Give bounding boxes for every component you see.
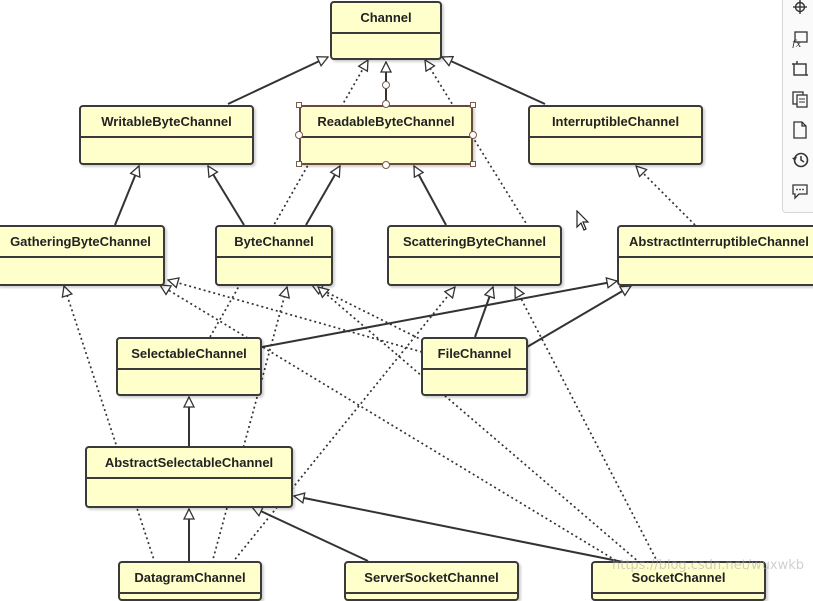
edge-gathering-to-writable	[114, 166, 139, 226]
class-writable-byte-channel[interactable]: WritableByteChannel	[79, 105, 254, 165]
document-icon[interactable]	[791, 121, 809, 139]
mouse-cursor-icon	[576, 210, 590, 231]
edge-server-to-abstractselectable	[252, 507, 369, 562]
diagram-canvas[interactable]	[0, 0, 813, 585]
resize-handle-right[interactable]	[469, 131, 477, 139]
class-selectable-channel[interactable]: SelectableChannel	[116, 337, 262, 396]
class-interruptible-channel[interactable]: InterruptibleChannel	[528, 105, 703, 165]
class-abstract-selectable-channel[interactable]: AbstractSelectableChannel	[85, 446, 293, 508]
resize-handle-bottom-left[interactable]	[296, 161, 302, 167]
class-name: AbstractInterruptibleChannel	[619, 227, 813, 258]
history-icon[interactable]	[791, 151, 809, 169]
class-name: GatheringByteChannel	[0, 227, 163, 258]
class-abstract-interruptible-channel[interactable]: AbstractInterruptibleChannel	[617, 225, 813, 286]
edge-socket-to-gathering	[160, 285, 621, 564]
edge-scattering-to-readable	[413, 166, 447, 226]
edge-selectable-to-abstractinterruptible	[261, 281, 617, 348]
class-readable-byte-channel[interactable]: ReadableByteChannel	[299, 105, 473, 165]
crosshair-icon[interactable]	[791, 0, 809, 18]
edge-bytechannel-to-readable	[305, 166, 341, 226]
comment-icon[interactable]	[791, 182, 809, 200]
class-byte-channel[interactable]: ByteChannel	[215, 225, 333, 286]
class-name: SelectableChannel	[118, 339, 260, 370]
class-name: WritableByteChannel	[81, 107, 252, 138]
edge-file-to-bytechannel	[312, 284, 433, 346]
formula-icon[interactable]: fx	[791, 30, 809, 48]
class-name: ByteChannel	[217, 227, 331, 258]
edge-datagram-to-gathering	[64, 286, 156, 564]
class-name: AbstractSelectableChannel	[87, 448, 291, 479]
class-name: InterruptibleChannel	[530, 107, 701, 138]
class-name: FileChannel	[423, 339, 526, 370]
resize-handle-top-left[interactable]	[296, 102, 302, 108]
class-name: DatagramChannel	[120, 563, 260, 594]
class-server-socket-channel[interactable]: ServerSocketChannel	[344, 561, 519, 601]
class-scattering-byte-channel[interactable]: ScatteringByteChannel	[387, 225, 562, 286]
class-name: ServerSocketChannel	[346, 563, 517, 594]
resize-handle-bottom[interactable]	[382, 161, 390, 169]
class-file-channel[interactable]: FileChannel	[421, 337, 528, 396]
edge-file-to-gathering	[168, 280, 423, 353]
edge-abstractinterruptible-to-interruptible	[636, 166, 696, 226]
edge-socket-to-bytechannel	[318, 287, 641, 564]
copy-icon[interactable]	[791, 90, 809, 108]
class-name: ScatteringByteChannel	[389, 227, 560, 258]
resize-handle-top[interactable]	[382, 100, 390, 108]
edge-datagram-to-scattering	[231, 287, 455, 564]
edge-bytechannel-to-writable	[207, 166, 245, 226]
crop-icon[interactable]	[791, 60, 809, 78]
edge-datagram-to-bytechannel	[211, 287, 287, 564]
resize-handle-bottom-right[interactable]	[470, 161, 476, 167]
resize-handle-top-right[interactable]	[470, 102, 476, 108]
resize-handle-left[interactable]	[295, 131, 303, 139]
class-gathering-byte-channel[interactable]: GatheringByteChannel	[0, 225, 165, 286]
watermark: https://blog.csdn.net/wuxwkb	[612, 558, 805, 573]
edge-file-to-abstractinterruptible	[526, 285, 631, 348]
side-toolbar: fx	[782, 0, 813, 213]
class-datagram-channel[interactable]: DatagramChannel	[118, 561, 262, 601]
rotate-handle[interactable]	[382, 81, 390, 89]
edge-socket-to-scattering	[514, 287, 659, 564]
class-name: ReadableByteChannel	[301, 107, 471, 138]
svg-text:fx: fx	[791, 39, 802, 48]
edge-socket-to-abstractselectable	[294, 496, 629, 564]
edge-file-to-scattering	[474, 287, 493, 338]
edge-writable-to-channel	[227, 57, 328, 105]
class-channel[interactable]: Channel	[330, 1, 442, 60]
class-name: Channel	[332, 3, 440, 34]
edge-interruptible-to-channel	[442, 57, 546, 105]
